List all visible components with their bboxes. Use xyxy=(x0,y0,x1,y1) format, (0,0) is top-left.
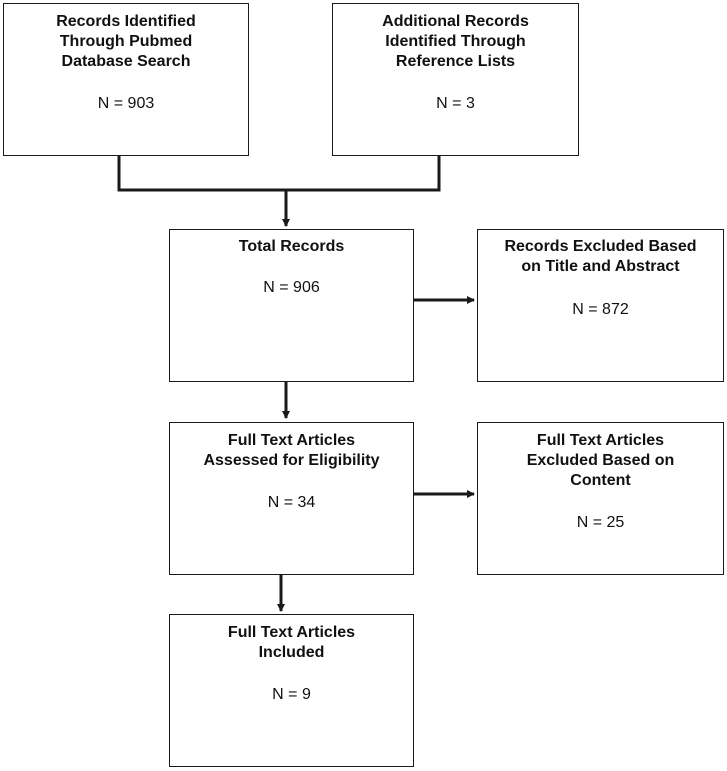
box-count: N = 3 xyxy=(436,95,475,112)
merge-connector xyxy=(117,156,441,192)
box-count: N = 9 xyxy=(272,686,311,703)
box-fulltext-included: Full Text Articles Included N = 9 xyxy=(169,614,414,767)
box-count: N = 34 xyxy=(267,494,316,511)
box-pubmed-records: Records Identified Through Pubmed Databa… xyxy=(3,3,249,156)
box-fulltext-assessed: Full Text Articles Assessed for Eligibil… xyxy=(169,422,414,575)
box-count: N = 906 xyxy=(263,279,320,296)
box-fulltext-excluded: Full Text Articles Excluded Based on Con… xyxy=(477,422,724,575)
box-title: Full Text Articles Excluded Based on Con… xyxy=(526,432,675,489)
box-count: N = 25 xyxy=(576,514,625,531)
box-title: Additional Records Identified Through Re… xyxy=(382,13,529,70)
box-count: N = 872 xyxy=(572,301,629,318)
box-title: Full Text Articles Assessed for Eligibil… xyxy=(203,432,380,469)
box-additional-records: Additional Records Identified Through Re… xyxy=(332,3,579,156)
box-title: Records Excluded Based on Title and Abst… xyxy=(504,238,697,275)
box-title: Total Records xyxy=(238,238,345,255)
box-excluded-title-abstract: Records Excluded Based on Title and Abst… xyxy=(477,229,724,382)
box-count: N = 903 xyxy=(97,95,155,112)
box-title: Records Identified Through Pubmed Databa… xyxy=(56,13,196,70)
box-total-records: Total Records N = 906 xyxy=(169,229,414,382)
box-title: Full Text Articles Included xyxy=(227,624,356,661)
